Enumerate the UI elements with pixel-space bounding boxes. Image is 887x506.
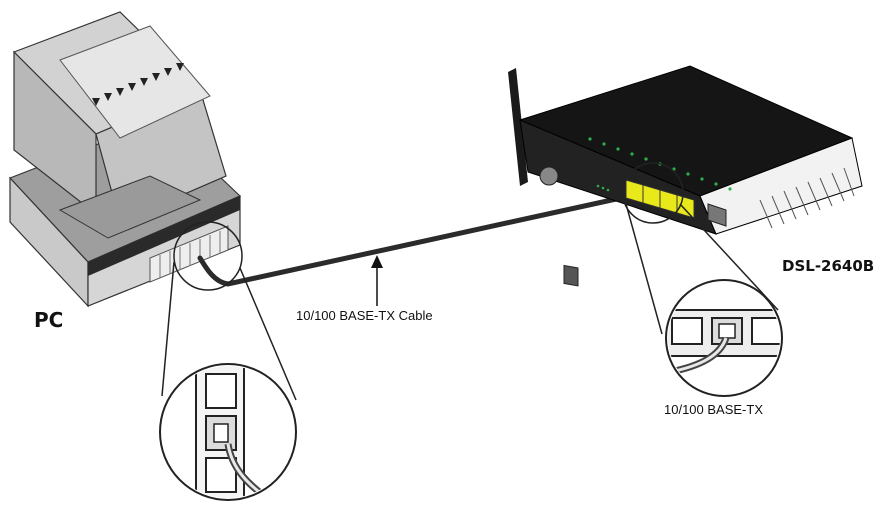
ethernet-cable [197, 187, 667, 306]
router-label: DSL-2640B [782, 257, 875, 275]
pc-monitor [12, 11, 227, 239]
router-port-label: 10/100 BASE-TX [664, 402, 763, 417]
router-lan-ports [625, 179, 695, 219]
router-port-magnifier [622, 162, 783, 397]
pc-computer [8, 11, 242, 308]
router-antenna [508, 68, 528, 186]
pc-label: PC [34, 308, 64, 332]
router-power-button [539, 166, 559, 186]
vent-arrows [92, 63, 184, 106]
pc-port-magnifier [159, 221, 297, 501]
cable-label: 10/100 BASE-TX Cable [296, 308, 433, 323]
router-dsl-2640b [508, 65, 863, 287]
